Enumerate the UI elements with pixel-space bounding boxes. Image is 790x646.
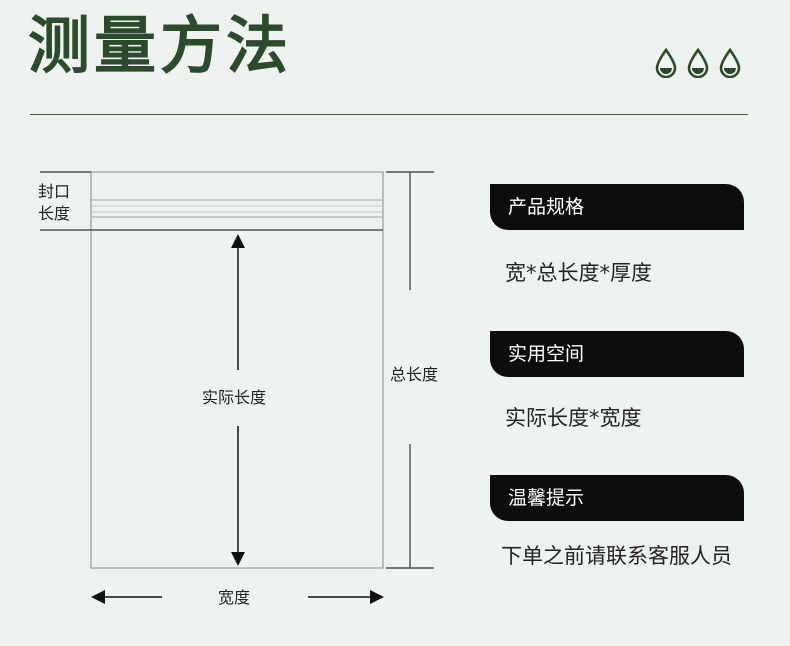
spec-tag: 产品规格: [490, 184, 744, 230]
usable-space-tag: 实用空间: [490, 331, 744, 377]
usable-space-text: 实际长度*宽度: [505, 406, 642, 430]
header-divider: [30, 114, 748, 115]
total-length-label: 总长度: [390, 365, 439, 384]
actual-length-label: 实际长度: [202, 388, 267, 407]
water-drop-icon: [655, 48, 677, 78]
arrow-head-left: [91, 590, 105, 604]
bag-outline: [90, 171, 384, 569]
arrow-head-right: [370, 590, 384, 604]
page-title: 测量方法: [28, 9, 293, 82]
seal-length-label-1: 封口: [38, 182, 71, 201]
width-label: 宽度: [218, 588, 251, 607]
arrow-head-up: [231, 234, 245, 248]
water-drop-icons: [655, 48, 741, 78]
arrow-head-down: [231, 552, 245, 566]
water-drop-icon: [687, 48, 709, 78]
tips-text: 下单之前请联系客服人员: [501, 544, 732, 568]
tips-tag: 温馨提示: [490, 475, 744, 521]
spec-text: 宽*总长度*厚度: [505, 261, 652, 285]
seal-length-label-2: 长度: [38, 204, 71, 223]
water-drop-icon: [719, 48, 741, 78]
